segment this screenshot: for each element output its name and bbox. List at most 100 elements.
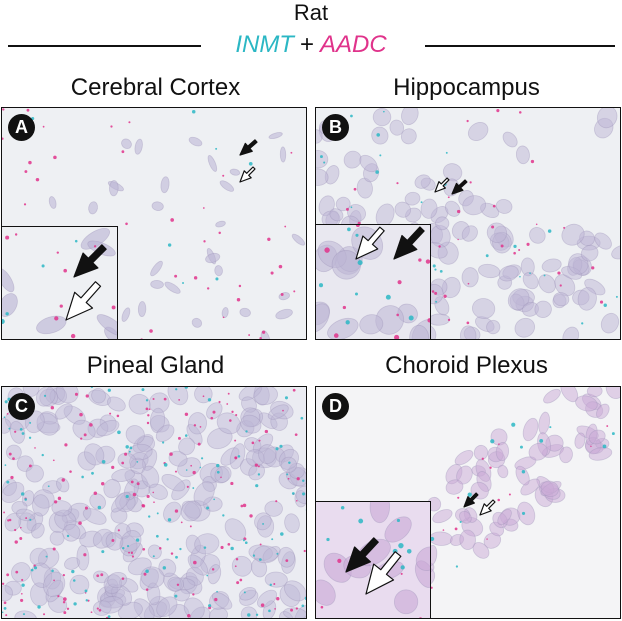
- stain-dot: [111, 305, 116, 310]
- stain-dot: [457, 209, 461, 214]
- stain-dot: [6, 573, 10, 577]
- stain-dot: [24, 170, 28, 173]
- cell-nucleus: [43, 567, 62, 590]
- cell-nucleus: [270, 400, 294, 420]
- cell-nucleus: [11, 500, 28, 515]
- cell-nucleus: [428, 313, 451, 326]
- stain-dot: [210, 416, 214, 420]
- cell-nucleus: [229, 443, 246, 470]
- cell-nucleus: [277, 546, 296, 568]
- stain-dot: [21, 432, 25, 435]
- cell-nucleus: [64, 557, 81, 570]
- stain-dot: [29, 518, 32, 521]
- cell-nucleus: [143, 601, 168, 618]
- cell-nucleus: [150, 414, 170, 433]
- cell-nucleus: [163, 572, 182, 592]
- stain-dot: [396, 518, 401, 523]
- cell-nucleus: [264, 500, 283, 517]
- cell-nucleus: [92, 600, 112, 616]
- stain-dot: [73, 602, 77, 606]
- stain-dot: [301, 604, 305, 608]
- cell-nucleus: [534, 300, 552, 318]
- cell-nucleus: [188, 136, 203, 147]
- cell-nucleus: [91, 388, 106, 404]
- stain-dot: [143, 572, 147, 576]
- stain-dot: [178, 436, 181, 440]
- stain-dot: [20, 598, 24, 602]
- cell-nucleus: [110, 507, 128, 524]
- stain-dot: [255, 484, 259, 488]
- stain-dot: [152, 491, 155, 494]
- cell-nucleus: [432, 509, 453, 524]
- cell-nucleus: [111, 584, 133, 606]
- cell-nucleus: [39, 411, 58, 425]
- stain-dot: [269, 583, 272, 587]
- stain-dot: [51, 569, 54, 573]
- cell-nucleus: [2, 481, 25, 503]
- stain-dot: [29, 421, 32, 424]
- stain-dot: [208, 604, 212, 608]
- stain-dot: [22, 613, 25, 616]
- white-arrow-icon: [365, 551, 402, 595]
- stain-dot: [318, 283, 324, 288]
- cell-nucleus: [212, 592, 233, 610]
- stain-dot: [599, 300, 604, 304]
- cell-nucleus: [256, 515, 275, 538]
- stain-dot: [206, 506, 210, 510]
- cell-nucleus: [160, 176, 170, 194]
- stain-dot: [492, 204, 496, 208]
- stain-dot: [167, 243, 172, 247]
- cell-nucleus: [18, 512, 37, 534]
- stain-dot: [107, 388, 111, 392]
- stain-dot: [24, 498, 27, 501]
- stain-dot: [447, 196, 450, 199]
- stain-dot: [606, 425, 609, 427]
- stain-dot: [93, 491, 98, 496]
- cell-nucleus: [88, 389, 112, 406]
- stain-dot: [202, 395, 205, 398]
- panel-a-inset: [2, 226, 118, 339]
- cell-nucleus: [155, 424, 175, 442]
- stain-dot: [14, 528, 17, 532]
- stain-dot: [93, 245, 97, 248]
- stain-dot: [425, 259, 430, 264]
- plus-sign: +: [299, 31, 314, 58]
- cell-nucleus: [89, 493, 106, 510]
- stain-dot: [284, 225, 287, 228]
- cell-nucleus: [2, 418, 12, 434]
- stain-dot: [5, 235, 10, 240]
- cell-nucleus: [596, 403, 610, 420]
- stain-dot: [186, 485, 189, 488]
- stain-dot: [394, 334, 400, 339]
- stain-dot: [237, 455, 241, 458]
- stain-dot: [276, 597, 280, 601]
- cell-nucleus: [115, 492, 136, 513]
- stain-dot: [163, 397, 167, 401]
- header-rule-left: [8, 45, 201, 47]
- cell-nucleus: [268, 132, 283, 140]
- stain-dot: [59, 304, 63, 308]
- stain-dot: [252, 554, 256, 557]
- stain-dot: [191, 109, 196, 114]
- cell-nucleus: [167, 387, 189, 406]
- stain-dot: [57, 496, 62, 501]
- stain-dot: [353, 187, 357, 191]
- stain-dot: [447, 318, 451, 322]
- stain-dot: [247, 613, 251, 617]
- cell-nucleus: [79, 530, 103, 548]
- stain-dot: [145, 407, 149, 411]
- cell-nucleus: [181, 500, 201, 519]
- stain-dot: [190, 464, 193, 467]
- stain-dot: [280, 532, 284, 536]
- cell-nucleus: [156, 596, 178, 618]
- stain-dot: [7, 519, 10, 522]
- cell-nucleus: [185, 534, 201, 555]
- stain-dot: [135, 538, 140, 542]
- stain-dot: [216, 470, 220, 474]
- stain-dot: [466, 321, 470, 325]
- stain-dot: [408, 315, 414, 321]
- cell-nucleus: [295, 485, 306, 504]
- stain-dot: [206, 287, 210, 290]
- cell-nucleus: [150, 260, 163, 277]
- stain-dot: [184, 412, 189, 417]
